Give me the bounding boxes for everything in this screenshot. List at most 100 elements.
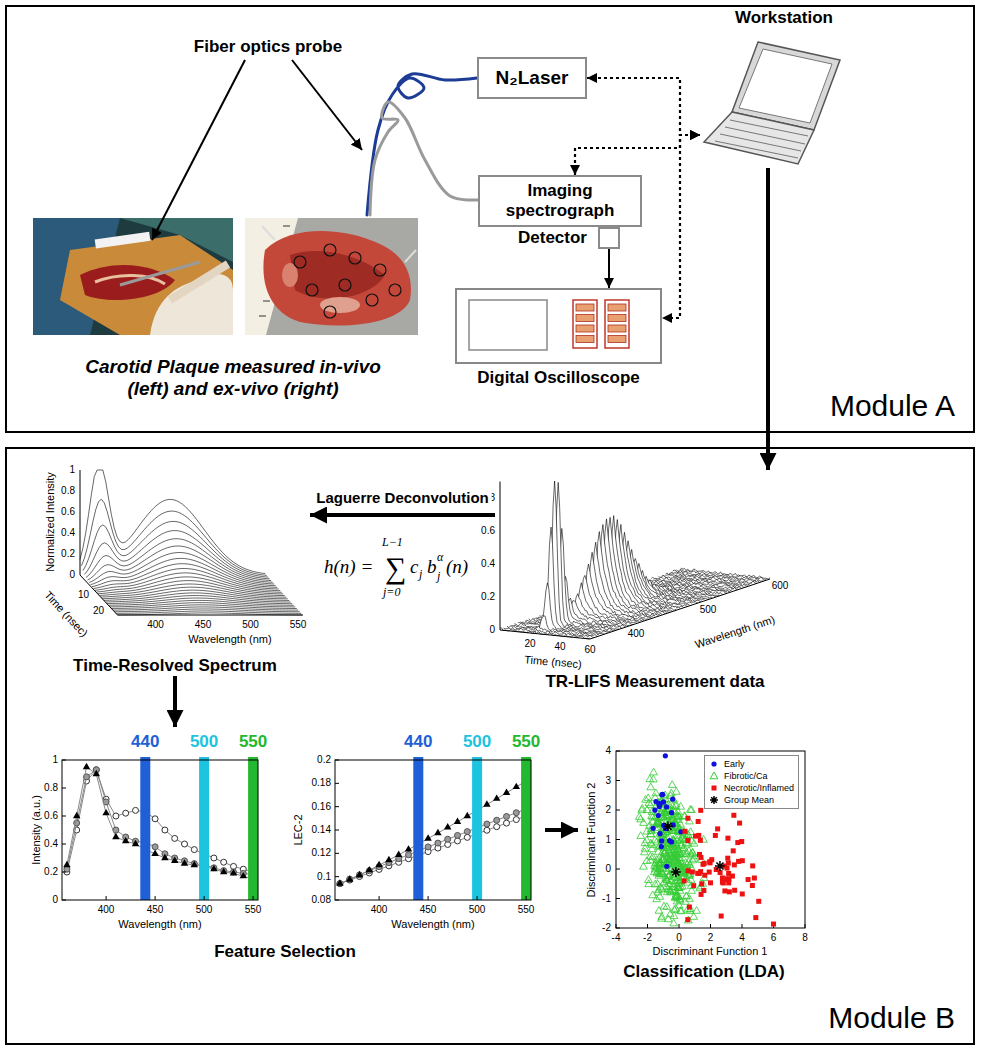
dot	[455, 832, 461, 838]
axis-label: 450	[420, 904, 437, 916]
dot	[191, 847, 197, 853]
connector	[608, 249, 610, 288]
equation-part: j=0	[383, 586, 400, 600]
connector	[173, 676, 177, 727]
rect-shape	[696, 819, 701, 824]
legend-label: Fibrotic/Ca	[724, 771, 768, 781]
group	[33, 218, 418, 335]
line-path	[645, 876, 653, 883]
line-path	[670, 856, 678, 863]
connector	[575, 135, 700, 175]
rect-shape	[702, 861, 707, 866]
rect-shape	[686, 838, 691, 843]
rect-shape	[697, 852, 702, 857]
dot	[513, 817, 519, 823]
line-path	[170, 264, 228, 300]
rect-shape	[245, 218, 418, 335]
axis-label: 550	[518, 904, 535, 916]
line-path	[102, 809, 109, 815]
rect-shape	[740, 891, 745, 896]
rect-shape	[720, 880, 725, 885]
line-path	[715, 861, 725, 871]
axis-label: LEC-2	[292, 814, 305, 845]
line-path	[514, 583, 604, 634]
legend-symbol	[707, 783, 721, 793]
line-path	[240, 872, 247, 878]
laser-box: N₂Laser	[477, 57, 587, 99]
dot	[464, 834, 470, 840]
polygon-shape	[704, 112, 814, 164]
line-path	[477, 896, 478, 900]
dot	[162, 827, 168, 833]
line-path	[647, 924, 648, 928]
polygon-shape	[739, 49, 832, 123]
rect-shape	[696, 833, 701, 838]
line-path	[122, 837, 129, 843]
rect-shape	[521, 757, 531, 900]
group	[80, 470, 303, 615]
line-path	[513, 783, 520, 789]
line-path	[681, 898, 689, 905]
line-path	[230, 869, 237, 875]
axis-label: 500	[469, 904, 486, 916]
rect-shape	[698, 838, 703, 843]
rect-shape	[708, 880, 713, 885]
line-path	[518, 527, 608, 632]
rect-shape	[576, 336, 594, 343]
rect-shape	[750, 883, 755, 888]
axis-label: 550	[512, 732, 540, 752]
line-path	[657, 831, 665, 838]
axis-label: 400	[628, 628, 645, 640]
line-path	[616, 869, 620, 870]
line-path	[671, 867, 681, 877]
rect-shape	[727, 889, 732, 894]
rect-shape	[573, 300, 597, 348]
dot	[711, 761, 716, 766]
rect-shape	[608, 315, 626, 322]
dot	[484, 821, 490, 827]
dot	[657, 831, 662, 836]
axis-label: -4	[612, 932, 621, 944]
axis-label: 0.4	[481, 558, 495, 570]
axis-label: 440	[131, 732, 159, 752]
dot	[324, 244, 336, 256]
callout-label: Fiber optics probe	[194, 37, 342, 57]
dot	[374, 264, 386, 276]
rect-shape	[753, 915, 758, 920]
line-path	[292, 60, 362, 150]
line-path	[454, 817, 461, 823]
dot	[667, 838, 672, 843]
line-path	[62, 844, 66, 845]
rect-shape	[746, 877, 751, 882]
axis-label: 20	[93, 605, 104, 617]
dot	[182, 841, 188, 847]
axis-label: Wavelength (nm)	[188, 633, 271, 646]
axis-label: -2	[602, 922, 611, 934]
axis-label: 0.1	[317, 871, 331, 883]
connector	[370, 102, 478, 215]
line-path	[340, 816, 526, 884]
axis-label: 2	[605, 804, 611, 816]
line-path	[335, 806, 339, 807]
group	[62, 470, 805, 928]
line-path	[647, 783, 655, 790]
axis-label: 0.2	[317, 754, 331, 766]
axis-label: Discriminant Function 1	[653, 945, 768, 958]
rect-shape	[576, 304, 594, 311]
line-path	[650, 768, 658, 775]
rect-shape	[732, 888, 737, 893]
dot	[494, 824, 500, 830]
axis-label: -2	[643, 932, 652, 944]
connector	[367, 74, 477, 215]
equation-part: j	[437, 570, 440, 584]
rect-shape	[698, 808, 703, 813]
rect-shape	[469, 300, 547, 350]
axis-label: 500	[463, 732, 491, 752]
rect-shape	[605, 300, 629, 348]
edge-label: Laguerre Deconvolution	[313, 489, 492, 506]
line-path	[640, 819, 648, 826]
line-path	[648, 812, 656, 819]
axis-label: 20	[524, 638, 535, 650]
rect-shape	[732, 862, 737, 867]
